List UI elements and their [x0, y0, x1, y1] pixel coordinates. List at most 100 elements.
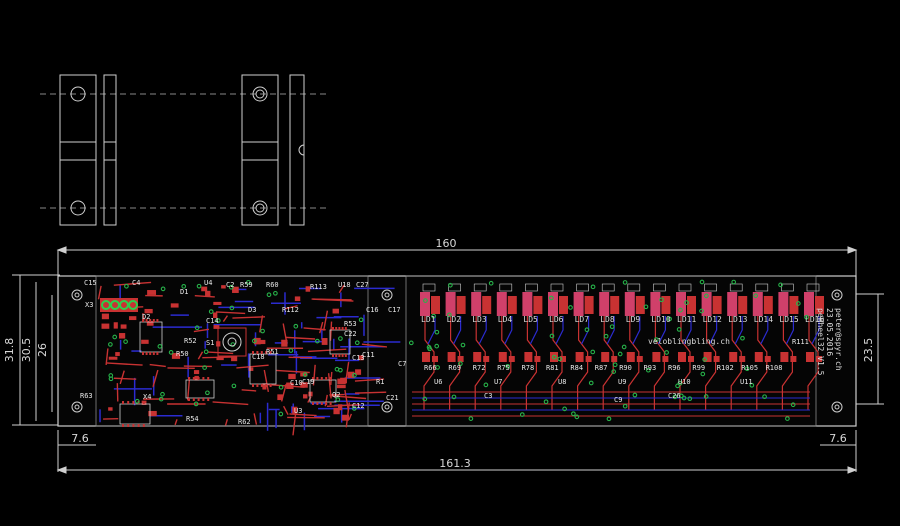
- smd-pad: [113, 322, 118, 329]
- ic-pin: [341, 354, 344, 357]
- ic-pin: [152, 352, 155, 355]
- via: [108, 342, 113, 347]
- component-label-c7: C7: [398, 360, 406, 368]
- driver-pad: [780, 352, 789, 362]
- led-outline-10: [653, 283, 666, 292]
- driver-pad: [678, 352, 686, 362]
- ic-pin: [145, 319, 148, 322]
- smd-pad: [213, 312, 218, 319]
- ic-pin: [132, 424, 135, 427]
- vias: [106, 279, 809, 422]
- driver-pad: [636, 356, 643, 362]
- via: [351, 406, 357, 411]
- top-trace: [322, 310, 329, 331]
- led-outline-1: [422, 283, 436, 292]
- top-trace: [193, 328, 209, 333]
- via: [203, 349, 209, 355]
- top-trace: [253, 413, 258, 425]
- via: [622, 403, 628, 409]
- smd-pad: [294, 296, 301, 302]
- via: [205, 390, 210, 396]
- via: [677, 380, 683, 386]
- top-trace: [303, 327, 326, 331]
- led-outline-3: [473, 283, 487, 292]
- ic-pin: [320, 402, 323, 405]
- ic-pin: [142, 424, 145, 427]
- smd-pad: [355, 369, 362, 375]
- led-pad-3: [471, 292, 482, 316]
- smd-pad: [231, 355, 238, 362]
- smd-pad: [337, 404, 343, 411]
- ic-pin: [256, 351, 259, 354]
- top-trace: [241, 389, 257, 392]
- top-trace: [105, 348, 109, 366]
- via: [194, 325, 200, 331]
- driver-pad: [447, 352, 456, 362]
- component-label-u10: U10: [678, 378, 691, 386]
- led-pad-11: [676, 292, 686, 316]
- smd-pad: [253, 337, 261, 345]
- ic-outline: [249, 353, 277, 385]
- via: [229, 305, 235, 311]
- via: [562, 406, 567, 412]
- driver-pad: [754, 352, 763, 362]
- led-trace: [423, 316, 435, 410]
- via: [519, 412, 525, 417]
- ic-pin: [127, 401, 130, 404]
- via: [549, 333, 555, 339]
- via: [278, 384, 284, 390]
- via: [667, 316, 672, 322]
- led-trace: [500, 316, 512, 410]
- ic-pin: [207, 398, 210, 401]
- component-label-c15: C15: [84, 279, 97, 287]
- top-trace: [285, 305, 298, 310]
- dim-right-edge: 7.6: [829, 432, 847, 445]
- via: [123, 339, 128, 344]
- component-label-c4: C4: [132, 279, 140, 287]
- led-pad-12: [701, 292, 712, 316]
- led-pad-b-12: [712, 296, 722, 314]
- via: [548, 295, 554, 301]
- via: [664, 350, 669, 355]
- via: [354, 340, 360, 346]
- led-trace: [730, 316, 742, 410]
- dim-overall-width: 160: [436, 237, 457, 250]
- board-author: peter@spyr.ch: [834, 308, 843, 371]
- led-pad-16: [804, 292, 814, 316]
- ic-pin: [329, 402, 332, 405]
- via: [684, 300, 689, 305]
- led-trace: [653, 316, 665, 410]
- via: [762, 394, 767, 400]
- smd-pad: [119, 333, 126, 339]
- led-trace-bottom: [760, 316, 769, 345]
- via: [703, 394, 709, 399]
- via: [158, 396, 164, 402]
- led-trace: [525, 316, 537, 410]
- via: [435, 365, 440, 370]
- led-trace-bottom: [785, 316, 794, 345]
- ic-pin: [197, 398, 200, 401]
- resistor-label-r81: R81: [546, 364, 559, 372]
- component-label-r63: R63: [80, 392, 93, 400]
- ic-pin: [332, 354, 334, 357]
- led-pad-10: [650, 292, 661, 316]
- smd-pad: [262, 383, 267, 390]
- ic-pin: [325, 377, 328, 380]
- ic-pin: [197, 377, 200, 380]
- smd-pad: [281, 339, 288, 347]
- via: [352, 372, 357, 378]
- resistor-label-r78: R78: [522, 364, 535, 372]
- smd-pad: [141, 339, 149, 344]
- smd-pad: [248, 367, 254, 371]
- component-label-c19: C19: [302, 378, 315, 386]
- led-pad-4: [496, 292, 507, 316]
- ic-pin: [344, 327, 347, 330]
- via: [653, 337, 659, 342]
- component-label-c13: C13: [352, 354, 365, 362]
- via: [672, 394, 678, 400]
- resistor-label-r75: R75: [497, 364, 510, 372]
- top-trace: [207, 351, 234, 355]
- led-trace: [551, 316, 563, 410]
- top-trace: [186, 377, 191, 401]
- driver-pad: [729, 352, 738, 362]
